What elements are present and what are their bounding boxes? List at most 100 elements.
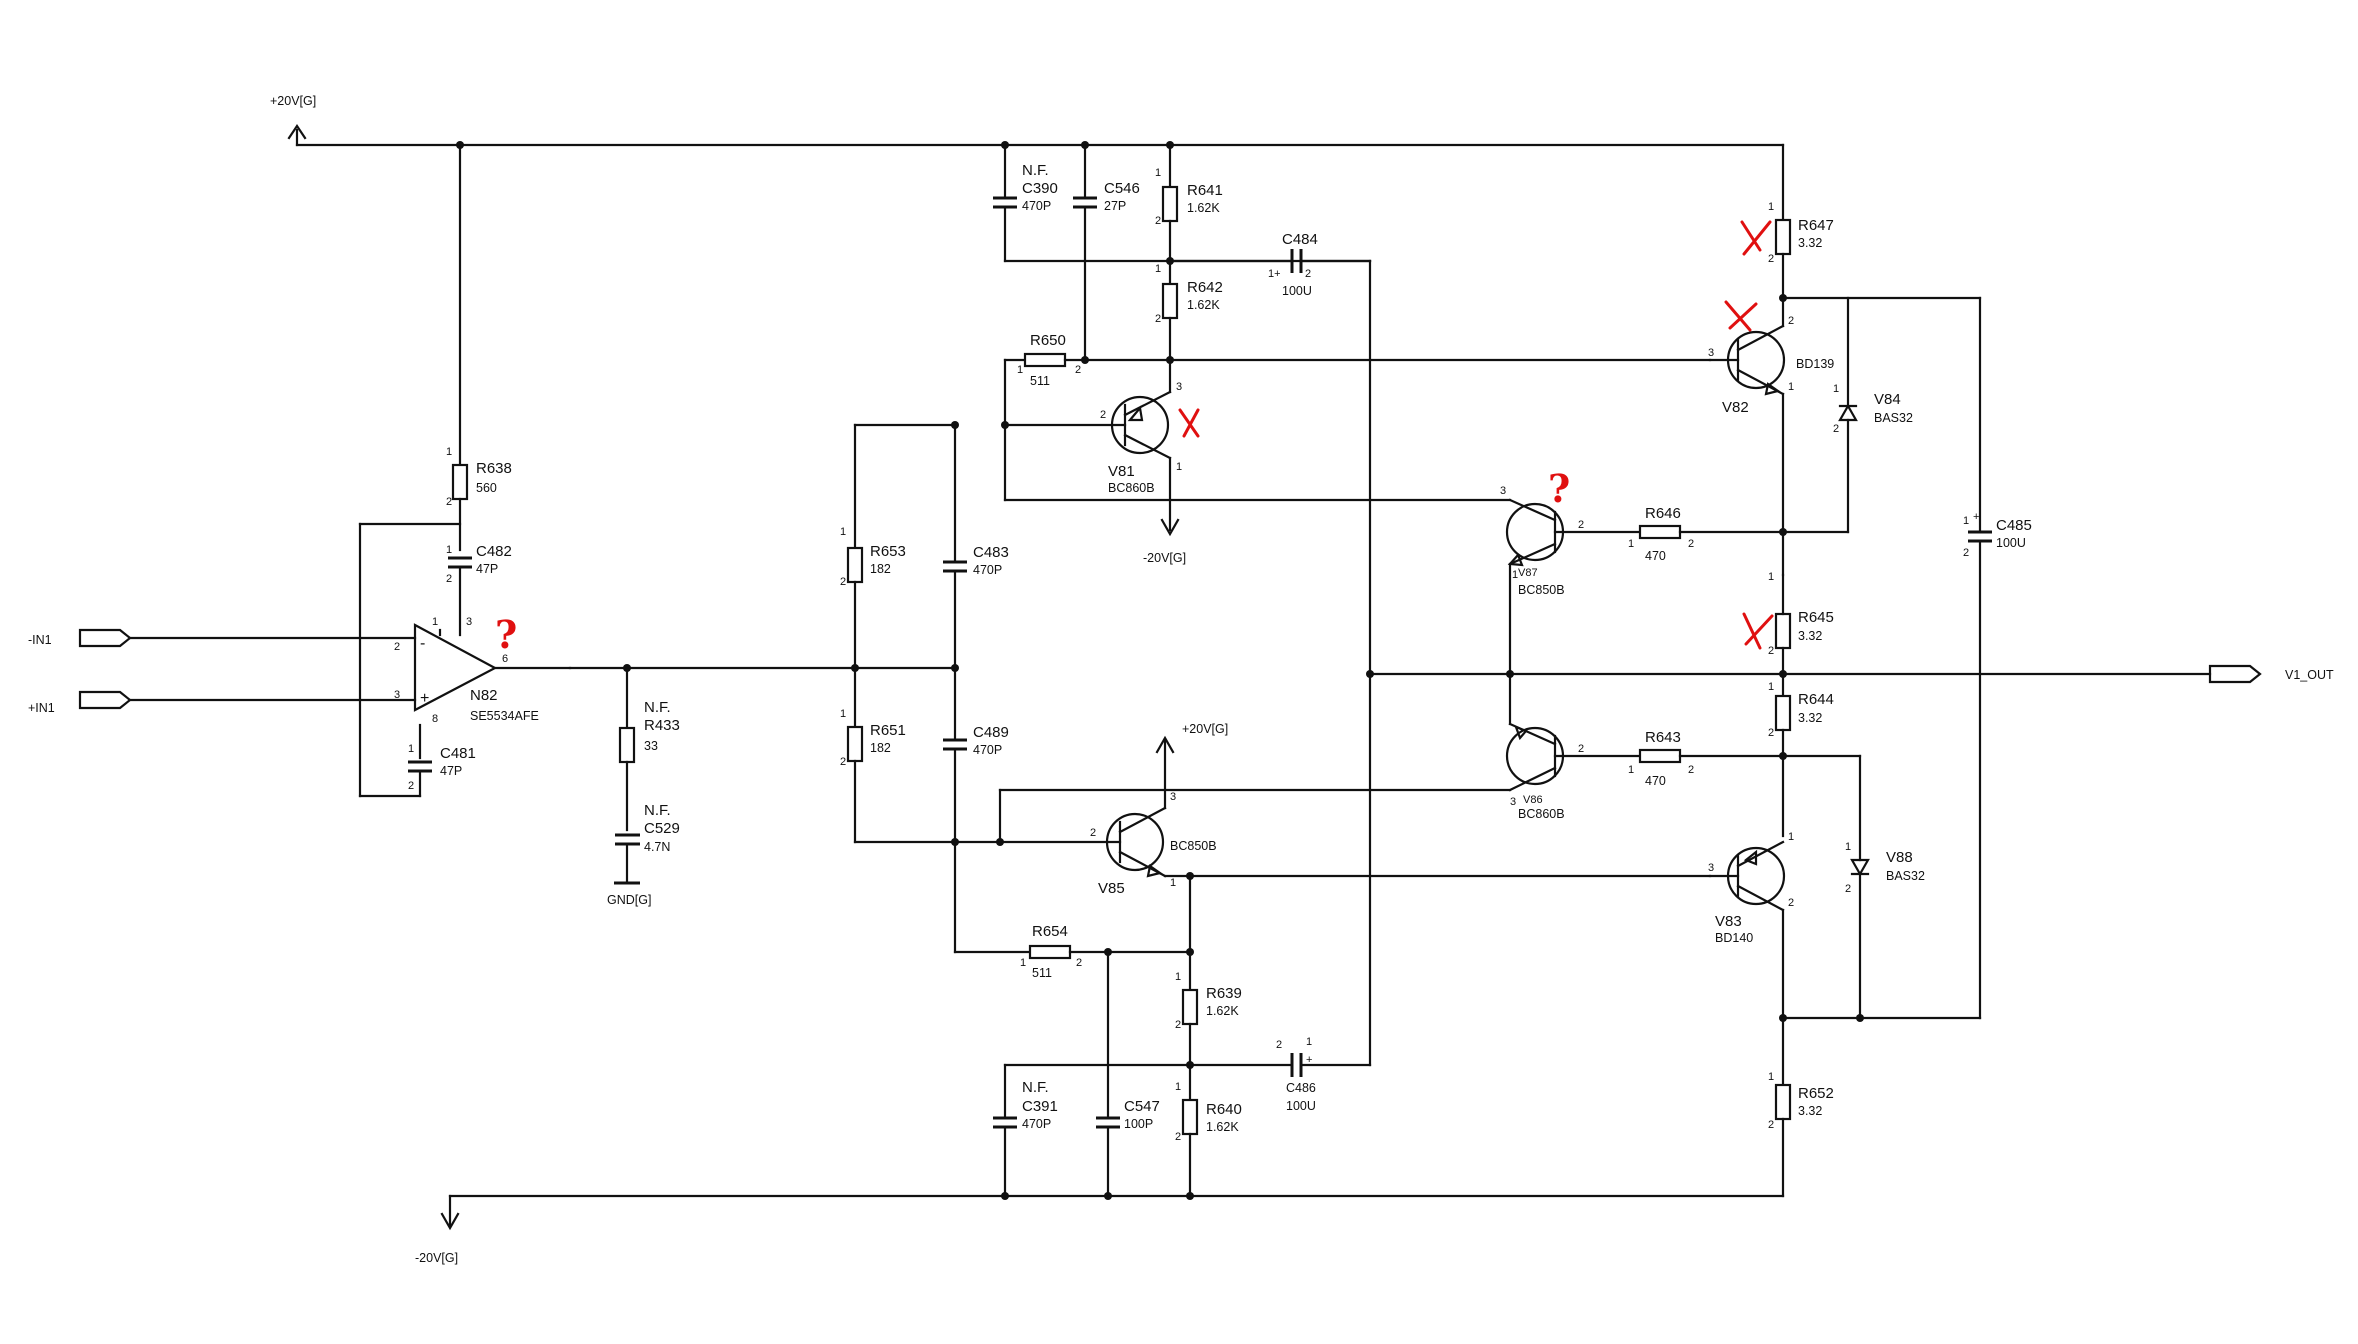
input-neg-label: -IN1 (28, 633, 52, 647)
svg-text:C482: C482 (476, 543, 512, 560)
svg-text:2: 2 (1100, 409, 1106, 421)
handwritten-marks: ? ? (495, 220, 1774, 657)
opamp-comp-network: 1 2 R638 560 1 2 C482 47P 1 2 C481 47P (358, 143, 512, 798)
svg-text:2: 2 (1768, 727, 1774, 739)
bottom-supply-rail: -20V[G] (415, 1194, 1785, 1265)
svg-text:3: 3 (1176, 381, 1182, 393)
svg-text:BC860B: BC860B (1518, 807, 1565, 821)
svg-text:1: 1 (1768, 1071, 1774, 1083)
gnd-label: GND[G] (607, 893, 651, 907)
svg-text:100P: 100P (1124, 1117, 1153, 1131)
svg-text:1: 1 (1155, 167, 1161, 179)
bottom-driver-section: 3 2 1 BC850B V85 +20V[G] 1 2 R654 511 1 … (953, 722, 1712, 1200)
svg-text:1: 1 (840, 708, 846, 720)
output-stage: 1 2 R647 3.32 3 2 1 BD139 V82 1 2 V84 BA… (1368, 143, 2334, 1198)
svg-text:2: 2 (1578, 743, 1584, 755)
svg-text:511: 511 (1030, 374, 1050, 388)
svg-text:1+: 1+ (1268, 268, 1281, 280)
svg-text:1: 1 (1833, 383, 1839, 395)
svg-text:2: 2 (1768, 645, 1774, 657)
cross-mark-r647 (1740, 220, 1772, 256)
svg-text:2: 2 (1076, 957, 1082, 969)
svg-text:3.32: 3.32 (1798, 236, 1822, 250)
svg-text:3: 3 (1708, 862, 1714, 874)
svg-text:1: 1 (1788, 381, 1794, 393)
svg-text:2: 2 (446, 496, 452, 508)
svg-text:R642: R642 (1187, 279, 1223, 296)
svg-text:100U: 100U (1286, 1099, 1316, 1113)
svg-text:3.32: 3.32 (1798, 1104, 1822, 1118)
svg-text:R652: R652 (1798, 1085, 1834, 1102)
svg-text:1: 1 (1017, 364, 1023, 376)
svg-text:N.F.: N.F. (644, 802, 671, 819)
top-supply-rail: +20V[G] (270, 94, 1785, 147)
svg-text:C529: C529 (644, 820, 680, 837)
svg-text:2: 2 (1175, 1019, 1181, 1031)
opamp-output-wire (568, 664, 959, 672)
svg-text:470: 470 (1645, 774, 1666, 788)
svg-text:470P: 470P (1022, 1117, 1051, 1131)
svg-text:N.F.: N.F. (1022, 1079, 1049, 1096)
svg-text:1: 1 (1845, 841, 1851, 853)
opamp-part: SE5534AFE (470, 709, 539, 723)
svg-text:1: 1 (1175, 1081, 1181, 1093)
svg-text:C485: C485 (1996, 517, 2032, 534)
svg-text:1: 1 (446, 544, 452, 556)
svg-text:2: 2 (1788, 315, 1794, 327)
svg-text:C391: C391 (1022, 1098, 1058, 1115)
svg-text:2: 2 (1075, 364, 1081, 376)
svg-text:C484: C484 (1282, 231, 1318, 248)
svg-text:2: 2 (1155, 313, 1161, 325)
svg-text:V85: V85 (1098, 880, 1125, 897)
svg-text:R653: R653 (870, 543, 906, 560)
svg-text:2: 2 (1688, 538, 1694, 550)
svg-text:1: 1 (1020, 957, 1026, 969)
svg-text:3: 3 (466, 616, 472, 628)
svg-text:3.32: 3.32 (1798, 629, 1822, 643)
svg-text:1.62K: 1.62K (1206, 1004, 1239, 1018)
svg-text:2: 2 (408, 780, 414, 792)
svg-text:182: 182 (870, 741, 891, 755)
svg-text:-: - (420, 635, 425, 652)
opamp-n82: - + 2 3 1 3 6 8 N82 SE5534AFE (394, 616, 572, 725)
svg-text:R433: R433 (644, 717, 680, 734)
svg-text:2: 2 (1688, 764, 1694, 776)
svg-text:V83: V83 (1715, 913, 1742, 930)
svg-text:100U: 100U (1996, 536, 2026, 550)
svg-text:2: 2 (1578, 519, 1584, 531)
svg-text:BAS32: BAS32 (1874, 411, 1913, 425)
svg-text:V87: V87 (1518, 567, 1538, 579)
svg-text:2: 2 (1155, 215, 1161, 227)
svg-text:2: 2 (1845, 883, 1851, 895)
svg-text:V84: V84 (1874, 391, 1901, 408)
svg-text:2: 2 (446, 573, 452, 585)
svg-text:2: 2 (1833, 423, 1839, 435)
svg-text:N.F.: N.F. (1022, 162, 1049, 179)
svg-text:BC850B: BC850B (1518, 583, 1565, 597)
svg-text:C489: C489 (973, 724, 1009, 741)
svg-text:560: 560 (476, 481, 497, 495)
svg-text:2: 2 (1276, 1039, 1282, 1051)
svg-text:C546: C546 (1104, 180, 1140, 197)
svg-text:1: 1 (1788, 831, 1794, 843)
svg-text:V86: V86 (1523, 794, 1543, 806)
svg-text:C547: C547 (1124, 1098, 1160, 1115)
svg-text:3: 3 (1510, 796, 1516, 808)
svg-text:2: 2 (1788, 897, 1794, 909)
svg-text:+: + (1306, 1054, 1312, 1066)
svg-text:1: 1 (1768, 681, 1774, 693)
svg-text:C481: C481 (440, 745, 476, 762)
v85-pos-supply: +20V[G] (1182, 722, 1228, 736)
svg-text:2: 2 (1768, 1119, 1774, 1131)
svg-text:1: 1 (1155, 263, 1161, 275)
svg-text:2: 2 (1305, 268, 1311, 280)
svg-text:1: 1 (1628, 764, 1634, 776)
input-pos-port: +IN1 (28, 690, 417, 715)
svg-text:1: 1 (840, 526, 846, 538)
top-driver-section: N.F. C390 470P C546 27P 1 2 R641 1.62K 1… (456, 141, 1712, 565)
svg-text:1: 1 (446, 446, 452, 458)
svg-text:BC850B: BC850B (1170, 839, 1217, 853)
svg-text:R647: R647 (1798, 217, 1834, 234)
bias-network: 1 2 R653 182 1 2 R651 182 C483 470P C489… (840, 421, 1009, 954)
